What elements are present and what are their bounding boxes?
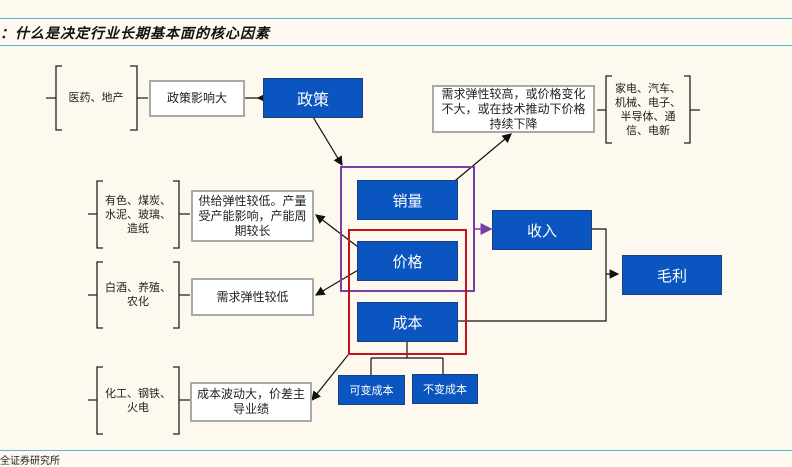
industries-supply: 有色、煤炭、水泥、玻璃、造纸: [105, 193, 171, 235]
desc-demand: 需求弹性较低: [191, 278, 314, 316]
node-variable-cost: 可变成本: [338, 375, 405, 405]
arrow-policy-to-frame: [312, 116, 343, 167]
desc-policy: 政策影响大: [149, 80, 245, 117]
bracket-cost: [88, 366, 103, 435]
line-revenue-to-margin: [592, 228, 620, 279]
cost-split: [370, 341, 444, 375]
node-policy: 政策: [263, 78, 363, 118]
node-volume: 销量: [357, 180, 458, 220]
bracket-cost-r: [173, 366, 190, 435]
title-rule: [0, 45, 792, 46]
red-frame: [348, 229, 467, 355]
bracket-supply: [88, 180, 103, 249]
line-cost-to-margin: [458, 274, 607, 322]
bracket-demand: [88, 261, 103, 329]
node-price: 价格: [357, 241, 458, 281]
node-fixed-cost: 不变成本: [412, 374, 478, 404]
industries-cost: 化工、钢铁、火电: [105, 386, 171, 414]
node-gross-profit: 毛利: [622, 255, 722, 295]
desc-cost: 成本波动大，价差主导业绩: [190, 382, 312, 422]
industries-volume: 家电、汽车、机械、电子、半导体、通信、电新: [615, 81, 681, 137]
desc-supply: 供给弹性较低。产量受产能影响，产能周期较长: [191, 190, 314, 242]
bracket-supply-r: [173, 180, 190, 249]
desc-volume: 需求弹性较高，或价格变化不大，或在技术推动下价格持续下降: [432, 85, 595, 133]
page-title: ：什么是决定行业长期基本面的核心因素: [0, 26, 270, 42]
footer-rule: [0, 450, 792, 451]
industries-demand: 白酒、养殖、农化: [105, 281, 171, 308]
node-revenue: 收入: [492, 210, 592, 250]
industries-policy: 医药、地产: [68, 91, 124, 104]
bracket-policy: [46, 65, 62, 131]
top-rule: [0, 18, 792, 19]
source-note: 全证券研究所: [0, 456, 60, 467]
bracket-volume-r: [684, 75, 700, 144]
brackets: [46, 65, 700, 435]
bracket-policy-r: [130, 65, 148, 131]
node-cost: 成本: [357, 302, 458, 342]
arrow-cost-to-desc: [311, 354, 349, 401]
bracket-demand-r: [173, 261, 190, 329]
bracket-volume: [597, 75, 612, 144]
